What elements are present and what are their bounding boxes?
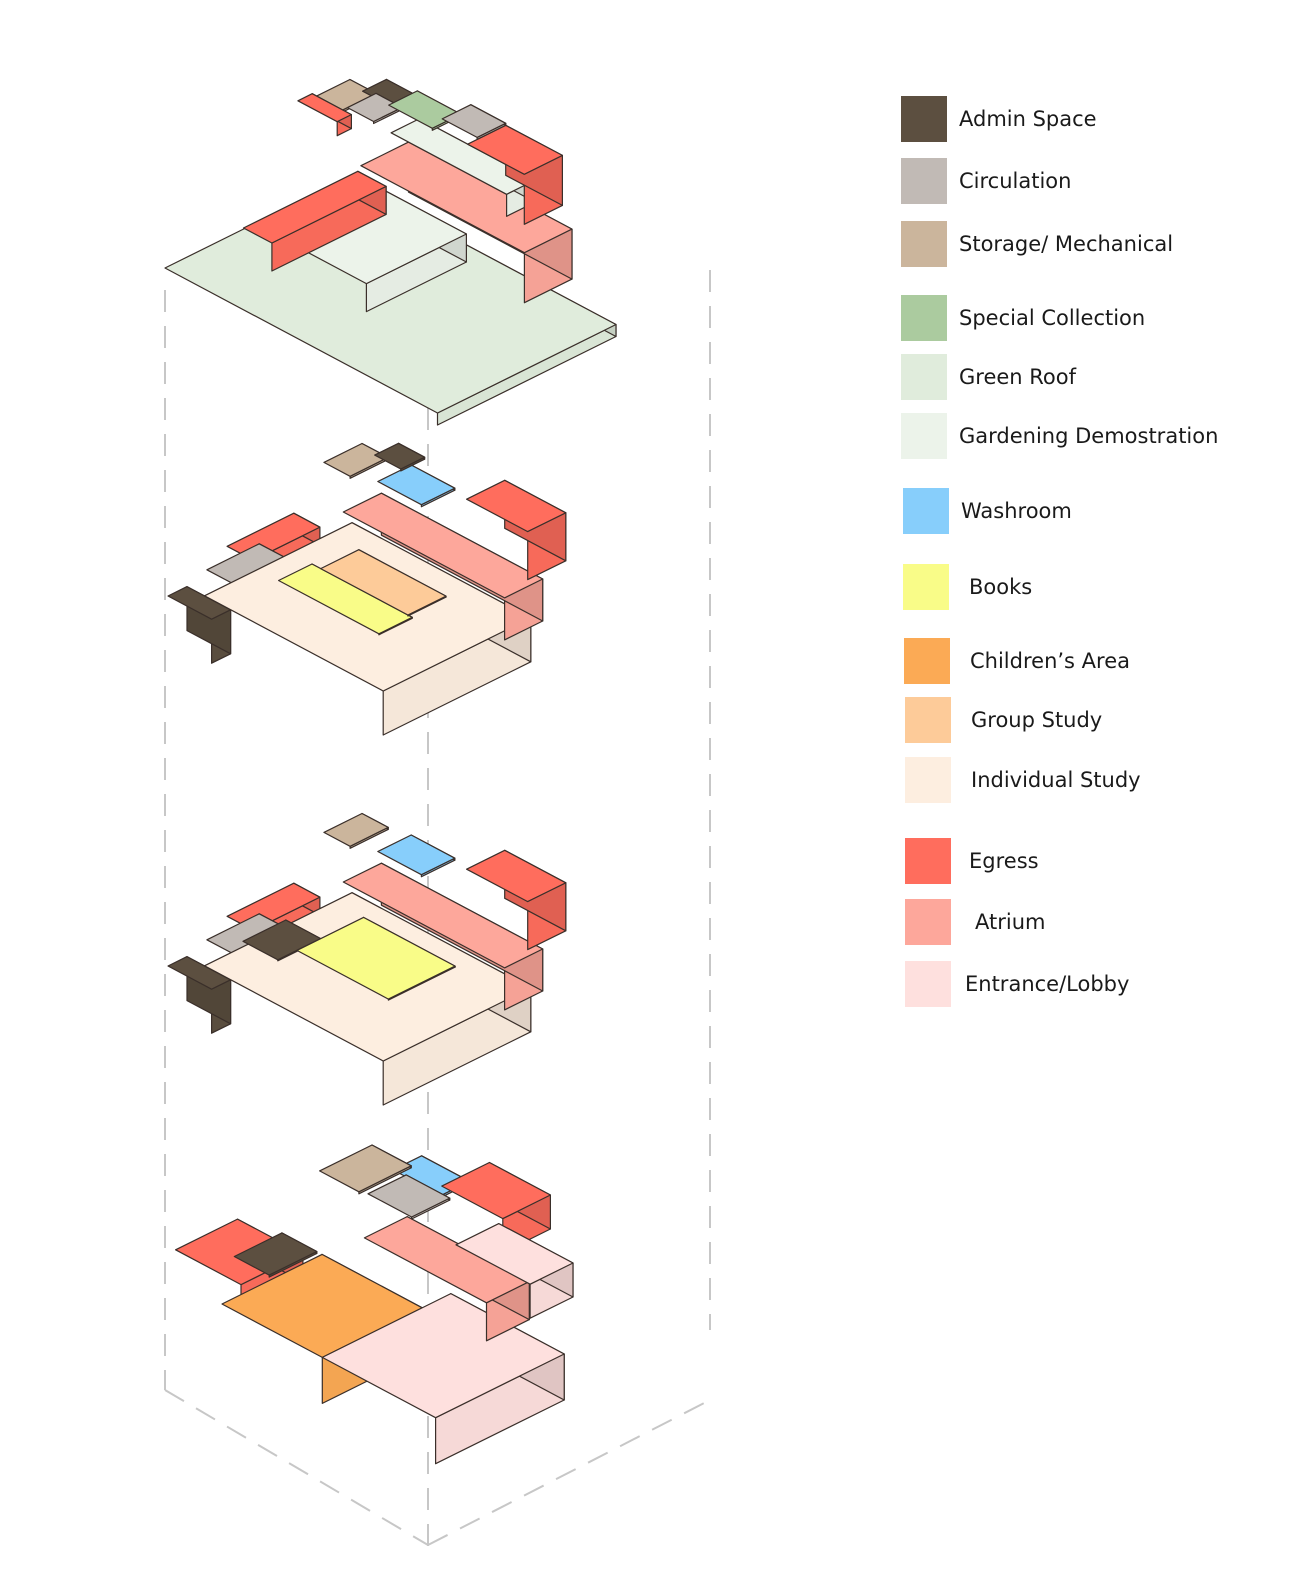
- third-floor-washroom-top-face: [377, 464, 456, 506]
- roof-circulation-rear-top-face: [441, 104, 507, 138]
- ground-floor-entrance-annex-top-face: [455, 1222, 574, 1285]
- third-floor-admin-top-face: [374, 442, 426, 470]
- third-floor-admin: [374, 442, 426, 472]
- floor-third-floor: [167, 442, 567, 736]
- third-floor-egress-right: [466, 479, 567, 581]
- ground-floor-circulation-top-face: [367, 1174, 451, 1218]
- third-floor-atrium: [342, 492, 544, 641]
- ground-floor-egress-right-top-face: [441, 1161, 552, 1220]
- guide-base-left: [164, 1389, 429, 1546]
- second-floor-washroom: [377, 834, 456, 878]
- roof-egress-right: [467, 124, 564, 225]
- roof-egress-left-top-face: [242, 170, 387, 244]
- third-floor-storage-top-face: [323, 442, 389, 477]
- guide-base-right: [427, 1399, 711, 1546]
- floor-second-floor: [167, 812, 567, 1106]
- floor-ground-floor: [175, 1144, 574, 1465]
- third-floor-egress-right-top-face: [466, 479, 567, 533]
- second-floor-atrium: [342, 862, 544, 1011]
- second-floor-washroom-top-face: [377, 834, 456, 876]
- third-floor-atrium-top-face: [342, 492, 544, 599]
- roof-atrium: [360, 141, 573, 304]
- second-floor-storage: [323, 812, 389, 849]
- ground-floor-storage: [319, 1144, 412, 1195]
- third-floor-group-study: [320, 549, 447, 617]
- third-floor-storage: [323, 442, 389, 479]
- roof-gardening-strip: [390, 117, 536, 217]
- third-floor-washroom: [377, 464, 456, 508]
- third-floor-books-top-face: [278, 563, 413, 635]
- second-floor-egress-right-top-face: [466, 849, 567, 903]
- ground-floor-storage-top-face: [319, 1144, 412, 1193]
- ground-floor-admin-top-face: [233, 1232, 318, 1276]
- roof-egress-left: [242, 170, 387, 272]
- second-floor-admin-wall: [167, 955, 232, 1034]
- ground-floor-circulation: [367, 1174, 451, 1220]
- second-floor-atrium-top-face: [342, 862, 544, 969]
- ground-floor-entrance-annex: [455, 1222, 574, 1319]
- roof-circulation-rear: [441, 104, 507, 140]
- second-floor-books: [296, 916, 456, 1001]
- roof-atrium-top-face: [360, 141, 573, 254]
- third-floor-group-study-top-face: [320, 549, 447, 616]
- roof-egress-top-top-face: [297, 93, 352, 123]
- floor-roof: [164, 78, 617, 426]
- second-floor-egress-right: [466, 849, 567, 951]
- roof-egress-top: [297, 93, 352, 137]
- second-floor-books-top-face: [296, 916, 456, 1000]
- floor-stack: [164, 78, 617, 1465]
- ground-floor-admin: [233, 1232, 318, 1278]
- second-floor-storage-top-face: [323, 812, 389, 847]
